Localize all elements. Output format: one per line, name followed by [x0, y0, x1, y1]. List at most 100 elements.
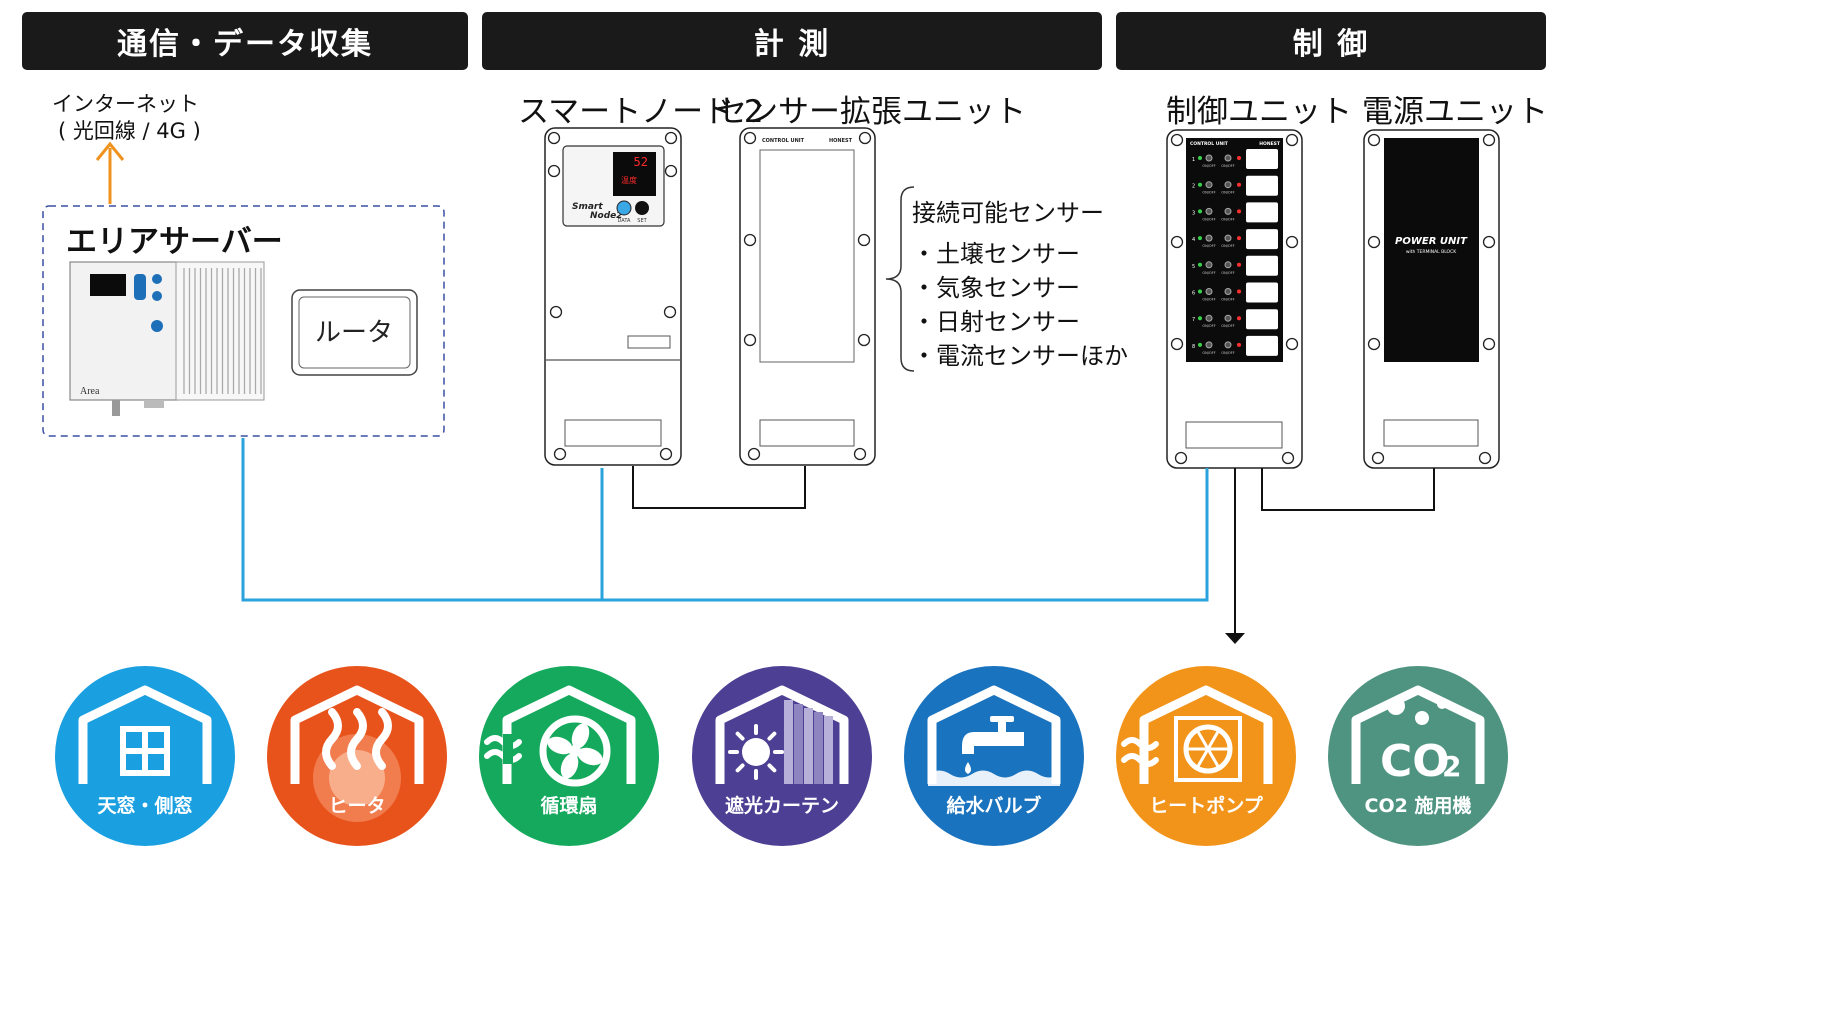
screw-icon [1285, 337, 1299, 351]
device-faucet: 給水バルブ [904, 666, 1084, 846]
screw-icon [743, 333, 757, 347]
device-label: ヒートポンプ [1149, 794, 1263, 817]
device-window: 天窓・側窓 [55, 666, 235, 846]
switch-icon [1224, 288, 1232, 295]
screw-icon [664, 131, 678, 145]
server-brand: Area [80, 386, 100, 397]
smart-node-reading-label: 温度 [621, 175, 637, 185]
switch-label: ON/OFF [1202, 217, 1215, 221]
switch-icon [1224, 234, 1232, 242]
channel-number: 4 [1192, 237, 1195, 243]
switch-label: ON/OFF [1202, 324, 1215, 328]
screw-icon [858, 131, 872, 145]
sensor-expansion-unit: CONTROL UNIT HONEST [739, 127, 876, 466]
channel-slot [1246, 309, 1278, 330]
power-icon [151, 320, 163, 332]
switch-label: ON/OFF [1221, 164, 1234, 168]
faucet-icon [927, 685, 1061, 786]
sensor-item: ・気象センサー [912, 274, 1080, 302]
control-unit-tag: HONEST [1259, 141, 1281, 147]
curtain-icon [715, 685, 849, 784]
led-icon [1237, 209, 1241, 214]
screw-icon [1482, 235, 1496, 249]
led-icon [1237, 289, 1241, 294]
switch-label: ON/OFF [1221, 217, 1234, 221]
header-control: 制 御 [1116, 12, 1546, 70]
led-icon [1237, 342, 1241, 347]
switch-icon [1224, 207, 1232, 215]
switch-icon [1205, 207, 1213, 215]
power-unit-sublabel: with TERMINAL BLOCK [1406, 249, 1457, 255]
screw-icon [1371, 451, 1385, 465]
screw-icon [853, 447, 867, 461]
screw-icon [1285, 235, 1299, 249]
window-icon [78, 685, 212, 784]
screw-icon [1170, 337, 1184, 351]
power-unit-device: POWER UNIT with TERMINAL BLOCK [1363, 129, 1500, 469]
server-button [152, 274, 162, 284]
led-icon [1198, 156, 1202, 160]
switch-label: ON/OFF [1221, 271, 1234, 275]
co2-icon: CO2 [1351, 685, 1485, 787]
screw-icon [857, 333, 871, 347]
channel-slot [1246, 229, 1278, 250]
control-unit-title: 制御ユニット [1166, 94, 1352, 130]
screw-icon [664, 164, 678, 178]
led-icon [1237, 262, 1241, 267]
channel-slot [1246, 175, 1278, 196]
switch-label: ON/OFF [1221, 244, 1234, 248]
switch-icon [1224, 181, 1232, 189]
switch-label: ON/OFF [1221, 298, 1234, 302]
smart-node-brand: Node2 [590, 211, 623, 221]
screw-icon [1482, 337, 1496, 351]
switch-label: ON/OFF [1221, 191, 1234, 195]
screw-icon [549, 305, 563, 319]
data-button-label: DATA [618, 218, 631, 224]
sensor-item: ・土壌センサー [912, 240, 1080, 268]
switch-icon [1224, 341, 1232, 349]
switch-icon [1205, 261, 1213, 269]
screw-icon [1170, 235, 1184, 249]
switch-icon [1205, 154, 1213, 162]
device-label: 給水バルブ [946, 794, 1041, 817]
device-label: 遮光カーテン [725, 794, 839, 817]
sensor-unit-tag: HONEST [829, 138, 853, 144]
switch-label: ON/OFF [1221, 351, 1234, 355]
sensors-heading: 接続可能センサー [912, 199, 1104, 227]
channel-number: 3 [1192, 210, 1195, 216]
device-heatpump: ヒートポンプ [1116, 666, 1296, 846]
router: ルータ [291, 289, 418, 376]
heater-icon [290, 685, 424, 822]
channel-slot [1246, 282, 1278, 303]
switch-icon [1205, 288, 1213, 295]
switch-icon [1224, 261, 1232, 269]
screw-icon [1281, 451, 1295, 465]
screw-icon [1170, 133, 1184, 147]
set-button-label: SET [637, 218, 647, 224]
screw-icon [743, 131, 757, 145]
power-unit-title: 電源ユニット [1362, 94, 1548, 130]
screw-icon [1285, 133, 1299, 147]
switch-icon [1205, 341, 1213, 349]
channel-number: 7 [1192, 317, 1195, 323]
channel-number: 6 [1192, 291, 1195, 297]
channel-slot [1246, 202, 1278, 223]
heatpump-icon [1121, 685, 1273, 784]
area-server-box [42, 205, 445, 437]
fan-icon [484, 685, 636, 787]
screw-icon [1478, 451, 1492, 465]
sensor-unit-tag: CONTROL UNIT [762, 138, 805, 144]
power-unit-label: POWER UNIT [1395, 236, 1468, 247]
screw-icon [1482, 133, 1496, 147]
led-icon [1198, 209, 1202, 214]
switch-label: ON/OFF [1202, 244, 1215, 248]
screw-icon [857, 233, 871, 247]
led-icon [1198, 262, 1202, 267]
set-button [635, 201, 649, 215]
led-icon [1198, 182, 1202, 187]
screw-icon [663, 305, 677, 319]
